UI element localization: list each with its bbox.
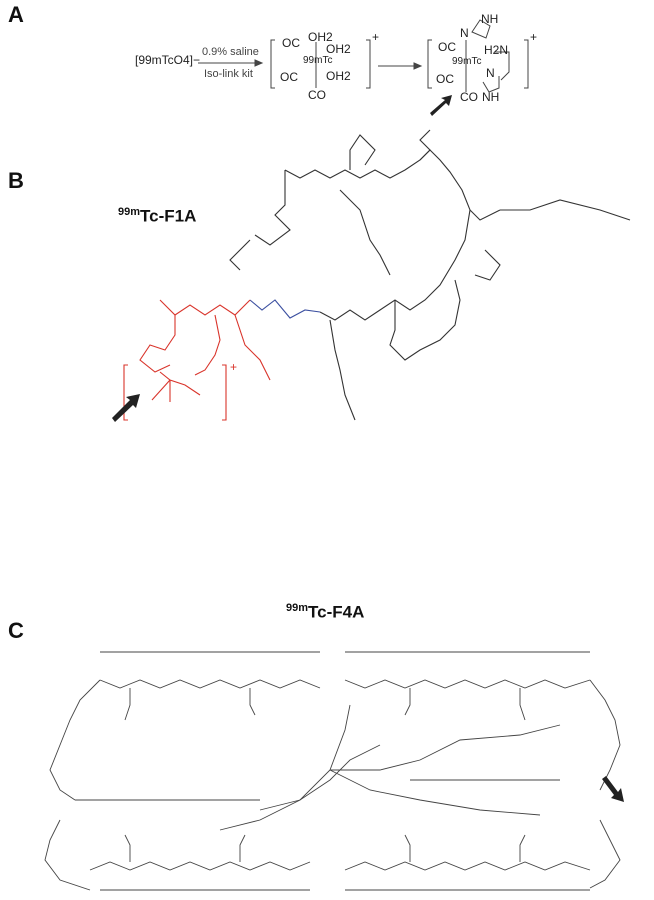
ligand: OC bbox=[436, 72, 454, 86]
ligand: N bbox=[486, 66, 495, 80]
ligand: OH2 bbox=[308, 30, 333, 44]
intermediate-metal: 99mTc bbox=[303, 55, 333, 66]
linker-f1a bbox=[249, 299, 321, 319]
ligand: OC bbox=[280, 70, 298, 84]
charge: + bbox=[530, 30, 538, 44]
isotope-superscript: 99m bbox=[118, 206, 141, 218]
bracket bbox=[366, 39, 371, 89]
reactant-pertechnetate: [99mTcO4]− bbox=[135, 53, 201, 67]
condition-kit: Iso-link kit bbox=[204, 68, 253, 80]
isotope-superscript: 99m bbox=[286, 602, 309, 614]
ligand: CO bbox=[460, 90, 478, 104]
arrow-icon bbox=[430, 95, 452, 116]
chelator-f1a bbox=[123, 299, 271, 421]
ligand: NH bbox=[482, 90, 500, 104]
ligand: NH bbox=[481, 12, 499, 26]
reaction-arrow-1 bbox=[198, 59, 264, 67]
ligand: N bbox=[460, 26, 469, 40]
arrow-icon bbox=[112, 394, 140, 422]
bracket bbox=[427, 39, 432, 89]
tetramer-f4a bbox=[44, 651, 621, 891]
ligand: OH2 bbox=[326, 69, 351, 83]
compound-label: Tc-F1A bbox=[140, 206, 197, 226]
ligand: OH2 bbox=[326, 42, 351, 56]
bracket bbox=[524, 39, 529, 89]
arrow-icon bbox=[602, 776, 624, 802]
compound-name-f4a: 99mTc-F4A bbox=[286, 602, 364, 623]
charge: + bbox=[372, 30, 380, 44]
condition-saline: 0.9% saline bbox=[202, 46, 259, 58]
panel-label-b: B bbox=[8, 168, 24, 193]
panel-label-a: A bbox=[8, 2, 24, 27]
compound-name-f1a: 99mTc-F1A bbox=[118, 206, 196, 227]
peptide-backbone-f1a bbox=[229, 129, 631, 421]
bracket bbox=[270, 39, 275, 89]
product-metal: 99mTc bbox=[452, 56, 482, 67]
ligand: OC bbox=[282, 36, 300, 50]
reaction-arrow-2 bbox=[378, 62, 423, 70]
panel-label-c: C bbox=[8, 618, 24, 643]
ligand: CO bbox=[308, 88, 326, 102]
compound-label: Tc-F4A bbox=[308, 602, 365, 622]
ligand: H2N bbox=[484, 43, 509, 57]
ligand: OC bbox=[438, 40, 456, 54]
charge: + bbox=[230, 360, 238, 374]
